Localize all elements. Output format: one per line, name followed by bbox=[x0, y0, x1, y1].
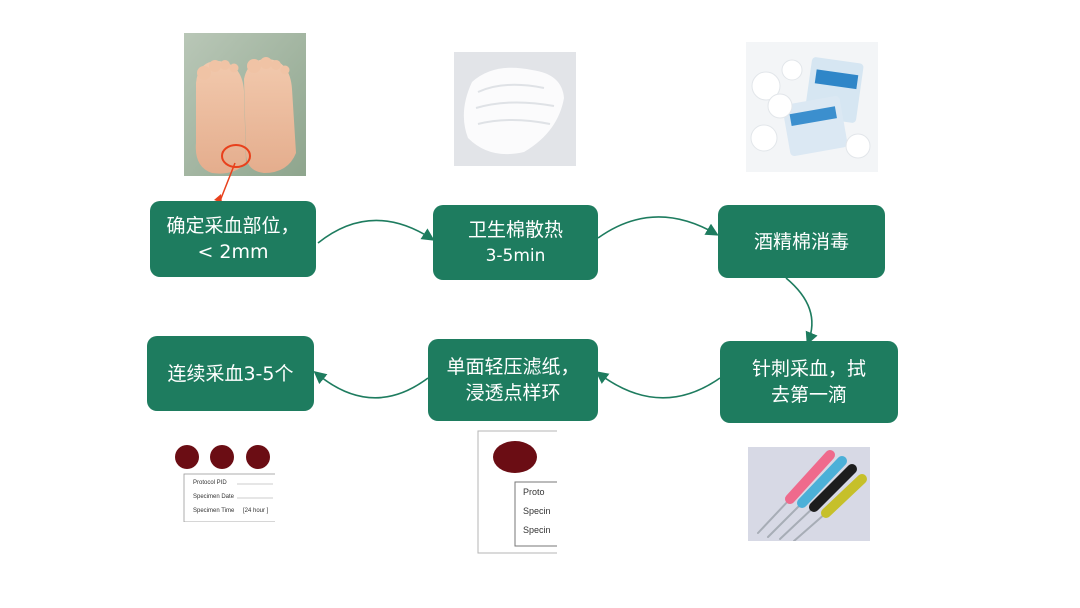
arrow-2-to-3 bbox=[597, 216, 719, 239]
blood-spot-1 bbox=[175, 445, 199, 469]
step-box-puncture: 针刺采血，拭 去第一滴 bbox=[720, 341, 898, 423]
heel-pointer-head bbox=[214, 194, 222, 203]
heel-target-circle bbox=[221, 144, 251, 168]
arrow-3-to-4 bbox=[785, 277, 818, 345]
arrow-5-to-6 bbox=[313, 370, 429, 399]
step-5-line2: 浸透点样环 bbox=[465, 382, 561, 404]
alcohol-cotton-photo bbox=[746, 42, 878, 172]
card-small-field2: Specimen Date bbox=[193, 494, 235, 500]
step-1-line2: < 2mm bbox=[197, 241, 269, 263]
step-box-locate-site: 确定采血部位， < 2mm bbox=[150, 201, 316, 277]
gauze-illustration bbox=[454, 52, 576, 166]
card-small-field3: Specimen Time bbox=[193, 508, 235, 514]
gauze-photo bbox=[454, 52, 576, 166]
card-large-field3: Specin bbox=[523, 525, 551, 535]
step-4-line1: 针刺采血，拭 bbox=[751, 358, 866, 380]
filter-paper-card-large: Proto Specin Specin bbox=[477, 430, 557, 554]
arrow-4-to-5 bbox=[595, 371, 721, 399]
step-box-continuous-collection: 连续采血3-5个 bbox=[147, 336, 314, 411]
step-box-warm-cotton: 卫生棉散热 3-5min bbox=[433, 205, 598, 280]
step-box-press-filter-paper: 单面轻压滤纸， 浸透点样环 bbox=[428, 339, 598, 421]
card-large-field2: Specin bbox=[523, 506, 551, 516]
step-4-line2: 去第一滴 bbox=[770, 384, 847, 406]
baby-feet-photo bbox=[184, 33, 306, 176]
card-small-field1: Protocol PID bbox=[193, 480, 227, 486]
card-small-field3-hint: [24 hour ] bbox=[243, 508, 269, 514]
step-1-line1: 确定采血部位， bbox=[166, 215, 300, 237]
lancet-illustration bbox=[748, 447, 870, 541]
step-6-line1: 连续采血3-5个 bbox=[167, 362, 294, 385]
step-2-line2: 3-5min bbox=[485, 245, 546, 266]
step-box-alcohol-disinfect: 酒精棉消毒 bbox=[718, 205, 885, 278]
arrow-1-to-2 bbox=[317, 219, 435, 244]
card-large-field1: Proto bbox=[523, 487, 545, 497]
step-3-line1: 酒精棉消毒 bbox=[753, 230, 849, 253]
blood-spot-large bbox=[493, 441, 537, 473]
filter-paper-card-small: Protocol PID Specimen Date Specimen Time… bbox=[165, 438, 275, 522]
step-5-line1: 单面轻压滤纸， bbox=[446, 356, 580, 378]
alcohol-cotton-illustration bbox=[746, 42, 878, 172]
baby-feet-illustration bbox=[184, 33, 306, 176]
blood-spot-3 bbox=[246, 445, 270, 469]
lancet-photo bbox=[748, 447, 870, 541]
blood-spot-2 bbox=[210, 445, 234, 469]
step-2-line1: 卫生棉散热 bbox=[467, 218, 563, 241]
heel-pointer-line bbox=[219, 162, 236, 202]
